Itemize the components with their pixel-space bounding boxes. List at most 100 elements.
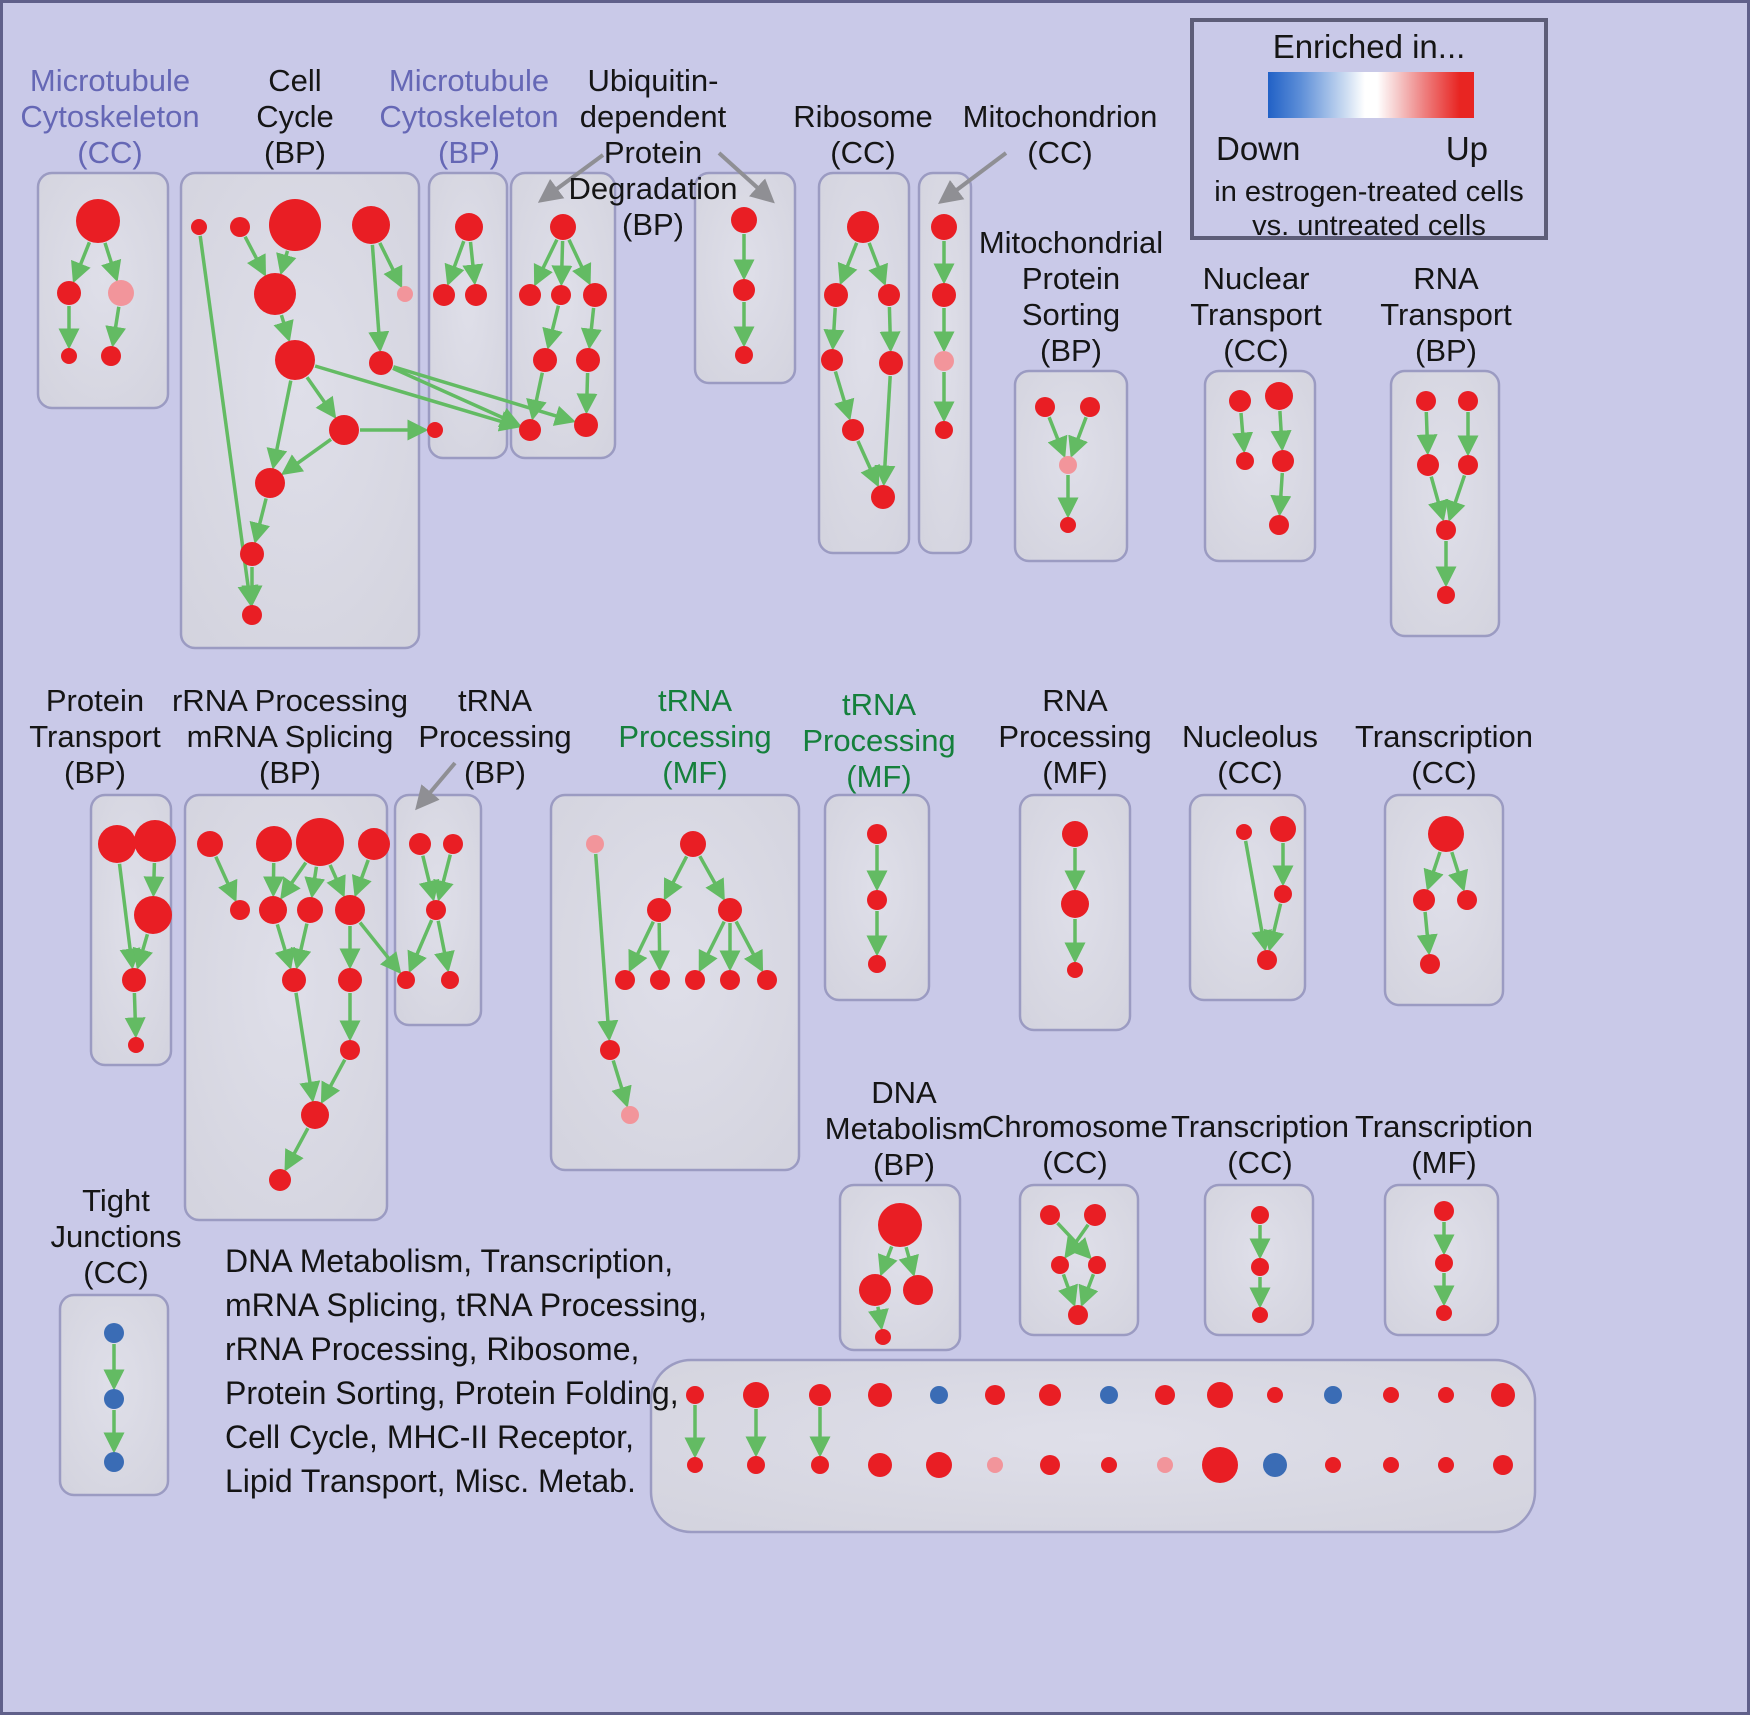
go-term-node xyxy=(550,214,576,240)
go-term-node xyxy=(1437,586,1455,604)
label-pointer-arrow xyxy=(938,151,1008,204)
go-term-node xyxy=(586,835,604,853)
go-term-node xyxy=(1236,452,1254,470)
edge-arrow xyxy=(551,240,573,287)
edge-arrow xyxy=(198,235,259,607)
edge-arrow xyxy=(418,855,440,902)
go-term-node xyxy=(847,211,879,243)
go-term-node xyxy=(329,415,359,445)
go-term-node xyxy=(1436,1305,1452,1321)
edge-arrow xyxy=(280,861,308,900)
edge-arrow xyxy=(898,1246,919,1277)
go-term-node xyxy=(191,219,207,235)
edge-arrow xyxy=(628,920,655,973)
go-term-node xyxy=(1068,1305,1088,1325)
go-term-node xyxy=(1061,890,1089,918)
edge-arrow xyxy=(567,238,592,286)
go-term-node xyxy=(1067,962,1083,978)
misc-line-5: Cell Cycle, MHC-II Receptor, xyxy=(225,1419,634,1455)
go-term-node xyxy=(1272,450,1294,472)
edge-arrow xyxy=(1068,416,1088,458)
go-term-node xyxy=(275,340,315,380)
go-term-node xyxy=(259,896,287,924)
legend-down-label: Down xyxy=(1216,130,1301,167)
go-term-node xyxy=(809,1384,831,1406)
go-term-node xyxy=(551,285,571,305)
edge-arrow xyxy=(392,365,576,426)
go-term-node xyxy=(878,1203,922,1247)
go-term-node xyxy=(369,351,393,375)
go-term-node xyxy=(926,1452,952,1478)
group-box-nuclear-transport-cc xyxy=(1203,369,1317,563)
go-term-node xyxy=(1458,391,1478,411)
go-term-node xyxy=(757,970,777,990)
edge-arrow xyxy=(698,920,726,973)
go-term-node xyxy=(867,890,887,910)
edge-arrow xyxy=(1243,840,1273,952)
edge-arrow xyxy=(314,364,521,432)
go-term-node xyxy=(1060,517,1076,533)
edge-arrow xyxy=(663,855,689,901)
edge-arrow xyxy=(444,240,466,287)
go-term-node xyxy=(685,970,705,990)
go-term-node xyxy=(256,826,292,862)
edge-arrow xyxy=(274,923,296,970)
go-term-node xyxy=(934,351,954,371)
go-term-node xyxy=(987,1457,1003,1473)
misc-cluster-annotation: DNA Metabolism, Transcription, mRNA Spli… xyxy=(225,1239,707,1503)
label-pointer-arrow xyxy=(415,761,457,811)
go-term-node xyxy=(1157,1457,1173,1473)
go-term-node xyxy=(397,971,415,989)
go-term-node xyxy=(230,217,250,237)
edge-arrow xyxy=(1423,851,1444,891)
go-term-node xyxy=(811,1456,829,1474)
go-term-node xyxy=(282,968,306,992)
edge-arrow xyxy=(823,307,845,351)
go-term-node xyxy=(1325,1457,1341,1473)
go-term-node xyxy=(680,831,706,857)
go-term-node xyxy=(338,968,362,992)
legend-subtitle-line2: vs. untreated cells xyxy=(1252,210,1486,242)
go-term-node xyxy=(352,206,390,244)
edge-arrow xyxy=(143,862,165,898)
go-term-node xyxy=(443,834,463,854)
edge-arrow xyxy=(1263,903,1285,952)
go-term-node xyxy=(650,970,670,990)
go-term-node xyxy=(358,828,390,860)
go-term-node xyxy=(441,971,459,989)
go-term-node xyxy=(98,825,136,863)
go-term-node xyxy=(574,413,598,437)
misc-line-6: Lipid Transport, Misc. Metab. xyxy=(225,1463,636,1499)
edge-arrow xyxy=(1428,476,1449,522)
go-term-node xyxy=(1257,950,1277,970)
go-term-node xyxy=(1324,1386,1342,1404)
go-term-node xyxy=(1491,1383,1515,1407)
go-term-node xyxy=(720,970,740,990)
go-term-node xyxy=(903,1275,933,1305)
edge-arrow xyxy=(533,238,559,287)
edge-arrow xyxy=(611,1059,632,1108)
go-term-node xyxy=(197,831,223,857)
go-term-node xyxy=(397,286,413,302)
edge-arrow xyxy=(392,366,522,428)
go-term-node xyxy=(875,1329,891,1345)
go-term-node xyxy=(621,1106,639,1124)
edge-arrow xyxy=(462,241,484,286)
go-term-node xyxy=(1263,1453,1287,1477)
go-term-node xyxy=(519,419,541,441)
edge-arrow xyxy=(580,307,602,350)
go-term-node xyxy=(335,895,365,925)
go-term-node xyxy=(879,351,903,375)
go-term-node xyxy=(1084,1204,1106,1226)
go-term-node xyxy=(296,818,344,866)
edge-arrow xyxy=(249,498,270,544)
edge-arrow xyxy=(320,1058,347,1104)
go-term-node xyxy=(1274,885,1292,903)
go-term-node xyxy=(1428,816,1464,852)
go-term-node xyxy=(868,1453,892,1477)
group-box-trna-processing-mf-1 xyxy=(549,793,801,1172)
misc-line-4: Protein Sorting, Protein Folding, xyxy=(225,1375,679,1411)
go-term-node xyxy=(868,955,886,973)
go-term-node xyxy=(1252,1307,1268,1323)
group-box-ubiquitin-degradation-bp-1 xyxy=(509,171,617,460)
